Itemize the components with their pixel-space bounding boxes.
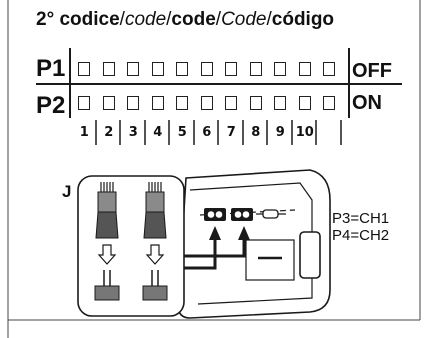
dip-switch-checkbox[interactable] <box>274 96 286 110</box>
dip-switch-checkbox[interactable] <box>298 96 311 110</box>
jumper-cap-icon-2 <box>142 182 168 301</box>
dip-switch-checkbox[interactable] <box>151 96 164 110</box>
dip-switch-checkbox[interactable] <box>323 62 335 76</box>
dip-switch-checkbox[interactable] <box>176 62 188 76</box>
switch-number: 2 <box>104 125 114 140</box>
title-part: código <box>271 9 335 30</box>
dip-switch-checkbox[interactable] <box>225 96 237 110</box>
switch-number: 10 <box>295 125 314 140</box>
page-title: 2° codice/code/code/Code/código <box>36 9 334 31</box>
switch-number: 5 <box>177 125 187 140</box>
row-label-p2: P2 <box>36 92 66 119</box>
title-part: Code <box>221 9 267 30</box>
title-part: code <box>124 9 167 30</box>
dip-switch-checkbox[interactable] <box>78 96 90 110</box>
switch-number: 3 <box>128 125 138 140</box>
title-part: / <box>215 9 222 30</box>
row-label-p1: P1 <box>36 55 66 82</box>
switch-number: 1 <box>79 125 89 140</box>
receiver-board <box>177 169 331 319</box>
switch-number: 8 <box>251 125 261 140</box>
dip-switch-checkbox[interactable] <box>200 96 213 110</box>
dip-switch-checkbox[interactable] <box>102 96 115 110</box>
jumper-label: J <box>62 182 72 201</box>
dip-switch-checkbox[interactable] <box>323 96 335 110</box>
jumper-inset <box>77 175 185 317</box>
resistor-icon <box>256 209 286 219</box>
dip-switch-checkbox[interactable] <box>127 62 139 76</box>
title-part: / <box>266 9 272 30</box>
dip-switch-checkbox[interactable] <box>176 96 188 110</box>
channel-mapping-p4: P4=CH2 <box>332 227 390 244</box>
dip-switch-row-p2 <box>78 96 348 110</box>
switch-number: 9 <box>275 125 285 140</box>
title-part: codice <box>59 9 120 30</box>
jumper-cap-icon-1 <box>94 182 120 301</box>
switch-number: 7 <box>226 125 236 140</box>
dip-switch-checkbox[interactable] <box>249 62 262 76</box>
switch-number: 6 <box>202 125 212 140</box>
dip-switch-checkbox[interactable] <box>78 62 90 76</box>
switch-number-row: 1 2 3 4 5 6 7 8 9 10 <box>72 125 317 140</box>
dip-switch-checkbox[interactable] <box>298 62 311 76</box>
dip-switch-checkbox[interactable] <box>249 96 262 110</box>
dip-switch-checkbox[interactable] <box>225 62 237 76</box>
dip-switch-checkbox[interactable] <box>274 62 286 76</box>
dip-switch-checkbox[interactable] <box>151 62 164 76</box>
switch-number: 4 <box>153 125 163 140</box>
state-label-on: ON <box>352 92 382 114</box>
title-prefix: 2° <box>36 9 55 30</box>
channel-mapping-p3: P3=CH1 <box>332 210 390 227</box>
dip-switch-checkbox[interactable] <box>200 62 213 76</box>
dip-switch-checkbox[interactable] <box>127 96 139 110</box>
title-part: / <box>166 9 172 30</box>
dip-switch-checkbox[interactable] <box>102 62 115 76</box>
title-part: / <box>119 9 125 30</box>
dip-switch-row-p1 <box>78 62 348 76</box>
state-label-off: OFF <box>352 60 392 82</box>
board-jumper-pins <box>204 208 253 221</box>
title-part: code <box>171 9 216 30</box>
